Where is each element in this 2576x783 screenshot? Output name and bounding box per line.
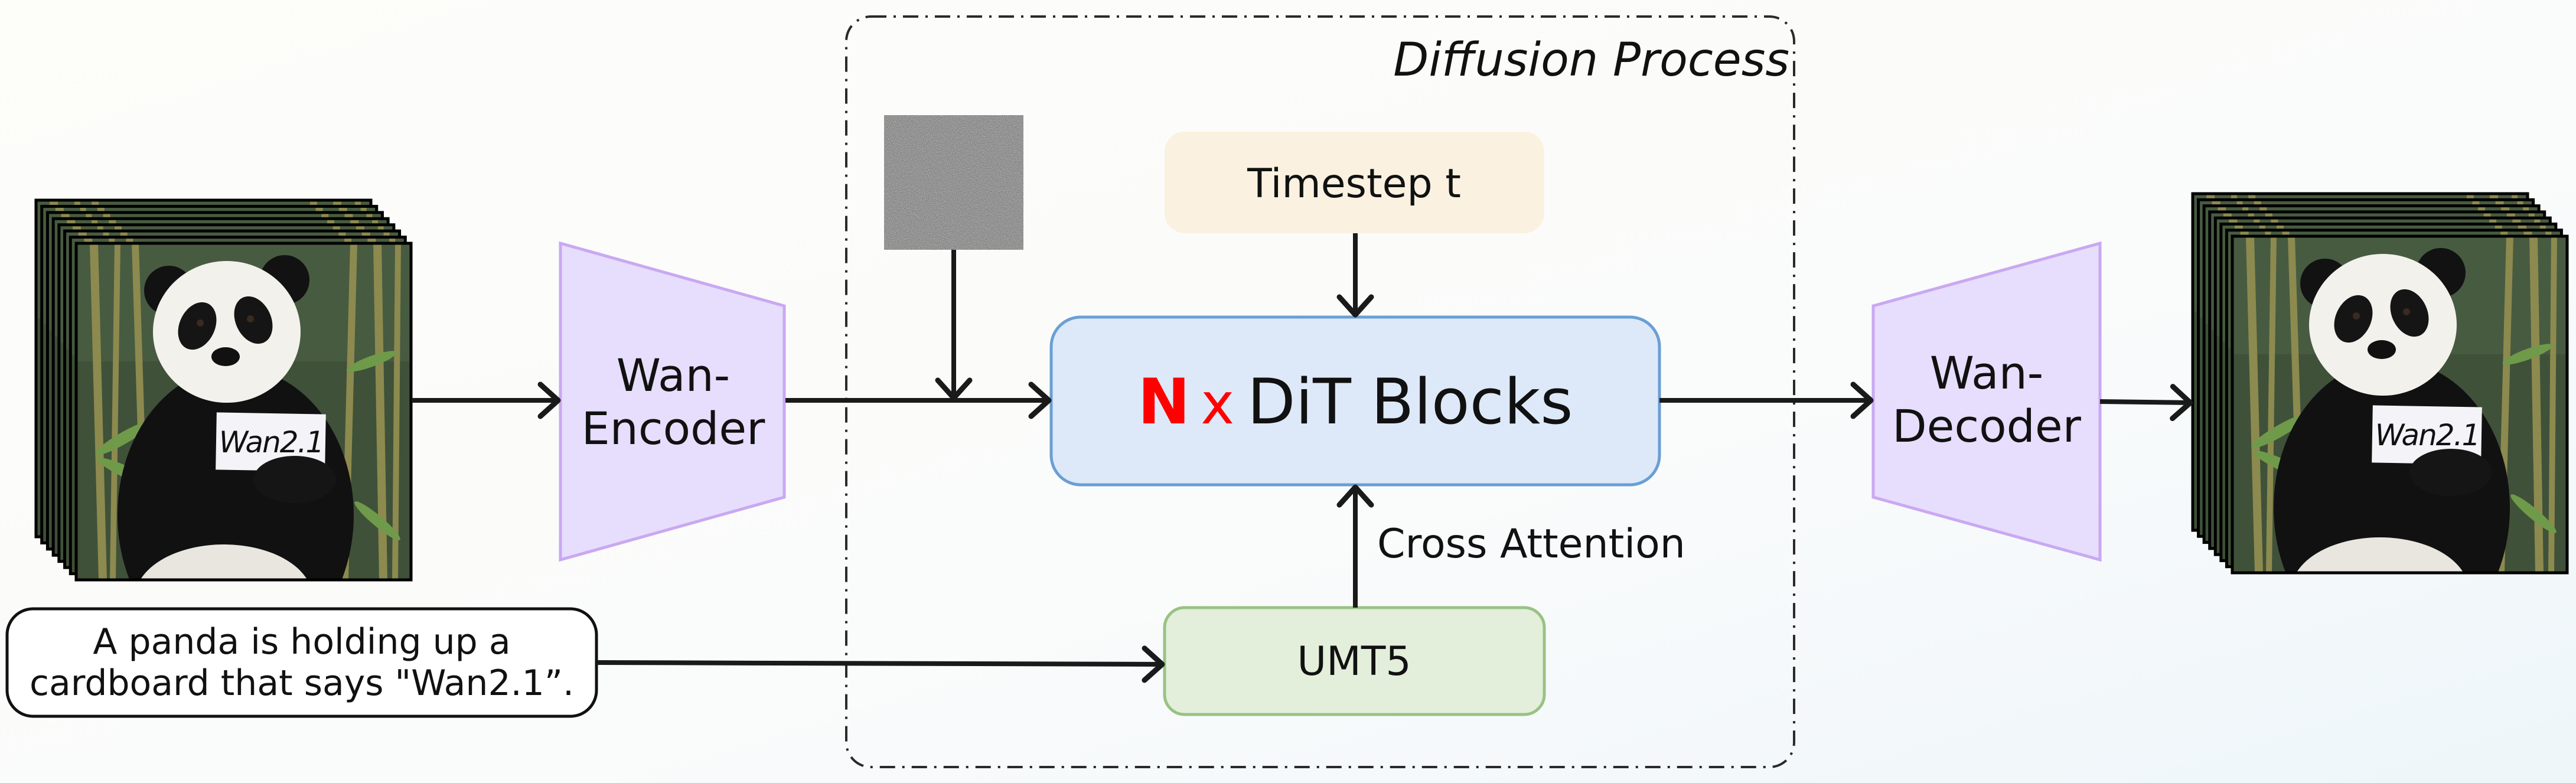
prompt-line1: A panda is holding up a <box>93 621 510 663</box>
dit-times: x <box>1201 371 1234 437</box>
dit-block-count: N <box>1138 366 1191 438</box>
cross-attention-label: Cross Attention <box>1377 521 1685 567</box>
decoder-label-line1: Wan- <box>1930 347 2043 399</box>
video-frame <box>2232 236 2567 655</box>
encoder-label-line2: Encoder <box>582 402 765 455</box>
input-video-frames <box>36 200 411 663</box>
arrow-prompt-to-umt5 <box>596 645 1165 683</box>
text-prompt-box: A panda is holding up a cardboard that s… <box>5 607 598 718</box>
encoder-label-line1: Wan- <box>617 349 730 402</box>
decoder-trapezoid <box>1871 241 2102 562</box>
umt5-box: UMT5 <box>1163 606 1546 716</box>
timestep-box: Timestep t <box>1165 132 1544 233</box>
umt5-label: UMT5 <box>1297 638 1411 685</box>
decoder-label-line2: Decoder <box>1892 400 2082 452</box>
diffusion-process-title: Diffusion Process <box>1393 34 1789 87</box>
wan-encoder: Wan- Encoder <box>559 241 786 562</box>
frame-border <box>2231 234 2569 575</box>
dit-blocks-text: DiT Blocks <box>1247 366 1573 438</box>
frame-border <box>74 242 413 582</box>
noise-latent <box>884 115 1023 250</box>
output-video-frames <box>2193 194 2567 655</box>
timestep-label: Timestep t <box>1247 161 1461 207</box>
video-frame <box>76 243 411 663</box>
prompt-line2: cardboard that says "Wan2.1”. <box>30 663 574 704</box>
encoder-trapezoid <box>559 241 786 562</box>
arrow-decoder-to-video <box>2099 384 2193 422</box>
wan-decoder: Wan- Decoder <box>1871 241 2102 562</box>
diffusion-process-frame <box>845 15 1795 768</box>
